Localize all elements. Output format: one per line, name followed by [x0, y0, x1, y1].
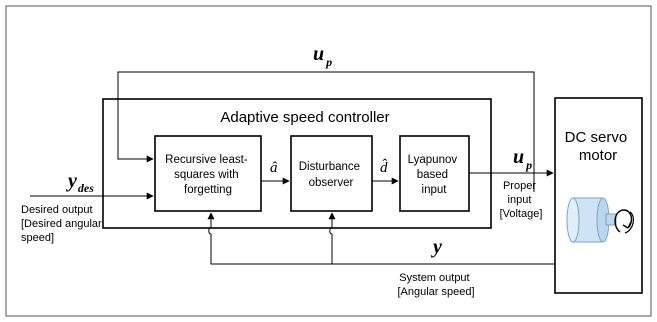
rls-label: Recursive least- squares with forgetting — [165, 154, 251, 196]
sysout-line-2: [Angular speed] — [397, 286, 474, 298]
up-top-main: u — [313, 43, 324, 65]
motor-label: DC servo motor — [565, 129, 632, 164]
adaptive-controller-box — [102, 98, 492, 229]
desired-line-2: [Desired angular — [21, 218, 102, 230]
lyapunov-line-2: based — [417, 169, 448, 181]
ydes-sub: des — [78, 181, 94, 195]
proper-line-2: input — [508, 194, 532, 206]
rls-line-2: squares with — [174, 169, 239, 181]
lyapunov-label: Lyapunov based input — [408, 154, 461, 196]
disturbance-observer-block — [290, 135, 373, 212]
dc-servo-motor-block — [554, 97, 643, 294]
desired-line-1: Desired output — [21, 204, 93, 216]
observer-line-2: observer — [309, 177, 354, 189]
rls-line-1: Recursive least- — [165, 154, 248, 166]
observer-line-1: Disturbance — [299, 161, 360, 173]
ydes-main: y — [66, 170, 77, 192]
proper-line-1: Proper — [503, 180, 536, 192]
ydes-label: ydes — [66, 170, 94, 195]
controller-title: Adaptive speed controller — [220, 109, 389, 126]
proper-line-3: [Voltage] — [500, 208, 543, 220]
motor-line-2: motor — [579, 147, 617, 164]
y-feedback-line — [207, 212, 555, 265]
observer-label: Disturbance observer — [299, 161, 364, 189]
motor-line-1: DC servo — [565, 129, 628, 146]
y-feedback-branch — [328, 212, 336, 264]
up-top-sub: p — [325, 55, 332, 69]
desired-line-3: speed] — [21, 232, 54, 244]
lyapunov-block — [399, 135, 470, 212]
a-hat-label: â — [270, 160, 278, 176]
sysout-line-1: System output — [399, 272, 469, 284]
d-hat-label: d̂ — [380, 159, 388, 176]
lyapunov-line-3: input — [422, 184, 448, 196]
up-feedback-line — [117, 71, 535, 192]
rls-block — [154, 135, 262, 212]
rls-line-3: forgetting — [184, 184, 232, 196]
page-frame — [5, 5, 652, 317]
up-mid-sub: p — [525, 158, 532, 172]
proper-input-annotation: Proper input [Voltage] — [500, 180, 543, 220]
motor-icon — [566, 197, 635, 243]
desired-annotation: Desired output [Desired angular speed] — [21, 204, 105, 244]
up-mid-main: u — [513, 146, 524, 168]
system-output-annotation: System output [Angular speed] — [397, 272, 474, 298]
y-label: y — [431, 236, 442, 258]
lyapunov-line-1: Lyapunov — [408, 154, 458, 166]
